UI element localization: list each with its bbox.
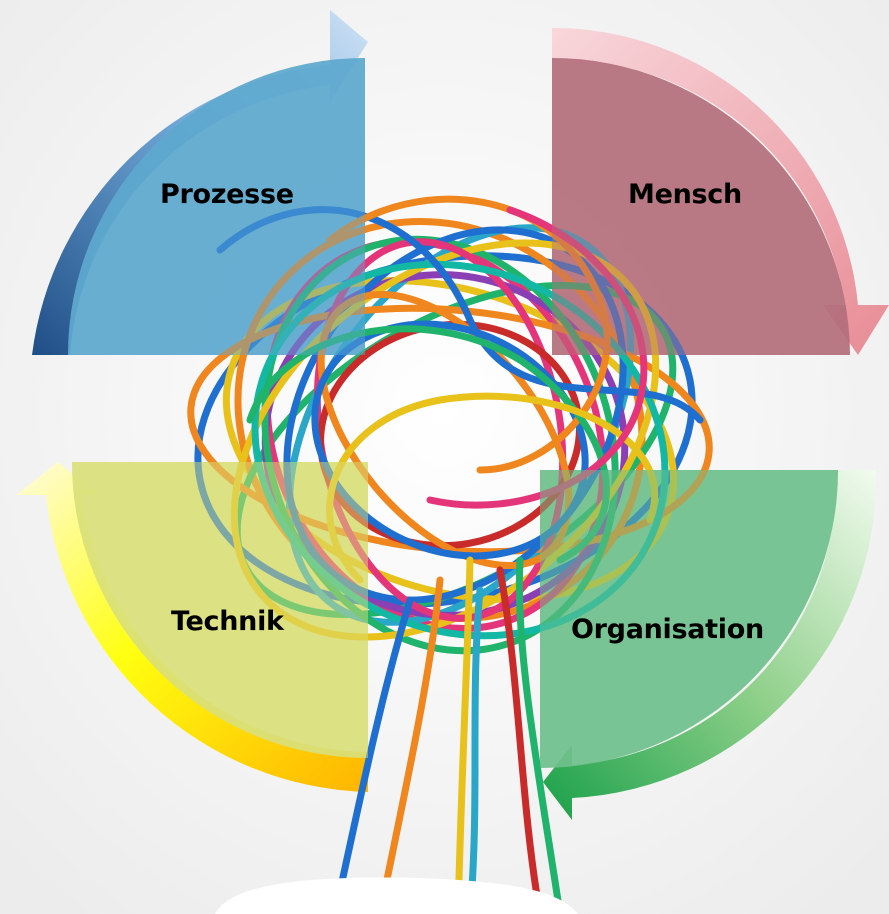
quadrant-prozesse-overlay xyxy=(68,58,365,355)
quadrant-technik-overlay xyxy=(72,462,368,758)
quadrant-organisation-overlay xyxy=(540,470,838,768)
label-prozesse: Prozesse xyxy=(160,179,294,210)
quadrant-mensch-overlay xyxy=(552,58,850,355)
label-technik: Technik xyxy=(171,606,284,637)
label-organisation: Organisation xyxy=(571,614,764,645)
paper-base xyxy=(215,877,578,914)
label-mensch: Mensch xyxy=(628,179,742,210)
arrow-prozesse-icon xyxy=(32,10,368,355)
quadrant-prozesse xyxy=(68,58,365,355)
arrow-organisation-icon xyxy=(543,470,877,820)
arrow-technik-icon xyxy=(16,462,368,792)
